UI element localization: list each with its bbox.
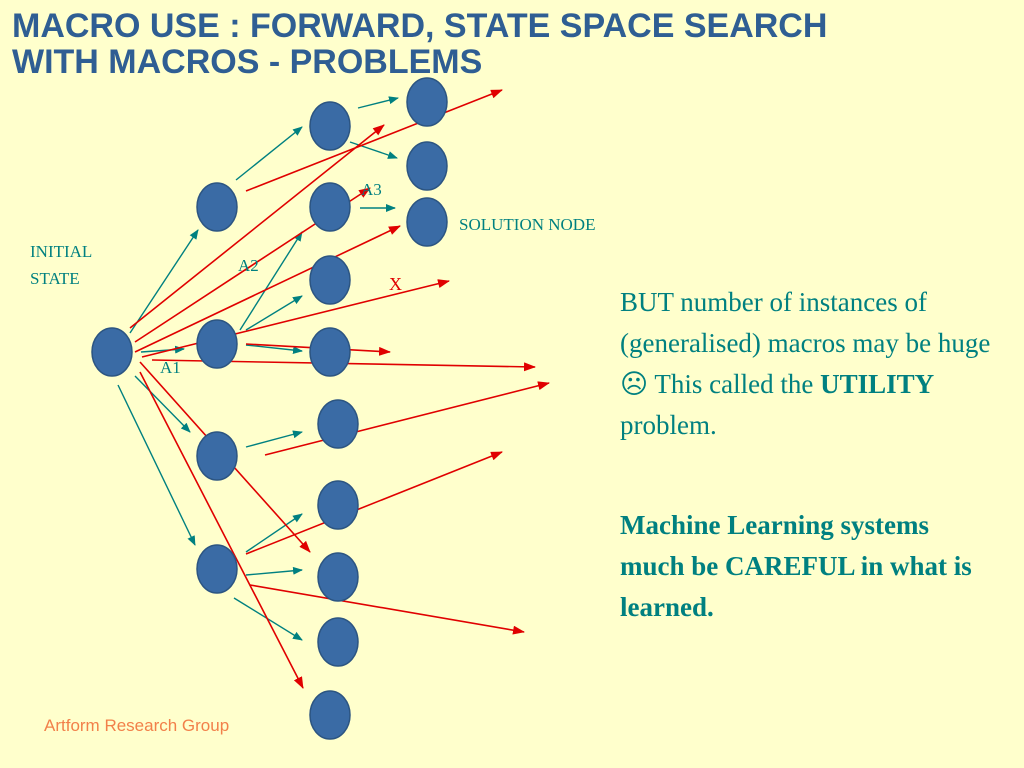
macro-edge <box>134 225 401 353</box>
a2-label: A2 <box>238 256 259 275</box>
a3-label: A3 <box>361 180 382 199</box>
nodes <box>91 77 448 740</box>
macro-edge <box>249 584 525 635</box>
state-node <box>309 690 351 740</box>
state-node <box>309 101 351 151</box>
utility-keyword: UTILITY <box>820 369 935 399</box>
state-node <box>317 617 359 667</box>
state-node <box>309 255 351 305</box>
teal-edge <box>245 295 303 331</box>
state-node <box>406 77 448 127</box>
state-node <box>406 141 448 191</box>
red-macro-edges <box>129 89 550 689</box>
solution-node-label: SOLUTION NODE <box>459 215 595 234</box>
state-node <box>317 399 359 449</box>
state-node <box>196 319 238 369</box>
macro-edge <box>245 451 503 555</box>
initial-state-label-line2: STATE <box>30 269 80 288</box>
teal-edge <box>134 375 191 433</box>
state-node <box>317 480 359 530</box>
careful-learning-text: Machine Learning systems much be CAREFUL… <box>620 510 972 622</box>
teal-edge <box>245 566 303 576</box>
utility-text-tail: problem. <box>620 410 717 440</box>
teal-edge <box>239 231 303 331</box>
teal-edge <box>245 344 303 355</box>
initial-state-label-line1: INITIAL <box>30 242 92 261</box>
macro-edge <box>141 279 450 358</box>
initial-state-node <box>91 327 133 377</box>
state-node <box>196 182 238 232</box>
teal-edge <box>140 345 185 354</box>
teal-edge <box>117 384 196 546</box>
teal-edge <box>349 141 398 159</box>
macro-edge <box>129 124 385 329</box>
state-node <box>196 431 238 481</box>
state-node <box>309 327 351 377</box>
solution-node <box>406 197 448 247</box>
macro-edge <box>139 371 304 689</box>
a1-label: A1 <box>160 358 181 377</box>
teal-edge <box>357 96 399 109</box>
macro-edge <box>245 89 503 192</box>
footer-credit: Artform Research Group <box>44 716 230 735</box>
utility-text-main: BUT number of instances of (generalised)… <box>620 287 991 399</box>
state-node <box>196 544 238 594</box>
state-node <box>309 182 351 232</box>
macro-edge <box>264 381 550 456</box>
teal-edge <box>245 513 303 553</box>
x-mark: X <box>389 274 402 294</box>
state-node <box>317 552 359 602</box>
teal-edge <box>235 126 303 181</box>
title-line-1: MACRO USE : FORWARD, STATE SPACE SEARCH <box>12 7 828 45</box>
page-title: MACRO USE : FORWARD, STATE SPACE SEARCH … <box>12 8 1012 80</box>
utility-problem-text: BUT number of instances of (generalised)… <box>620 282 1005 446</box>
teal-edge <box>129 229 199 334</box>
title-line-2: WITH MACROS - PROBLEMS <box>12 43 483 81</box>
teal-edge <box>245 430 303 448</box>
